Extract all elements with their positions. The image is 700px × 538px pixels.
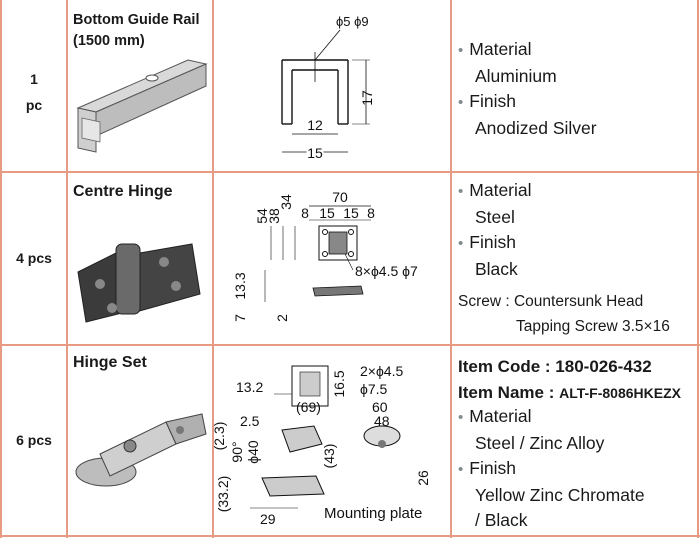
spec-item: •Finish [458, 232, 516, 252]
col-divider [450, 0, 452, 538]
centre-hinge-image [77, 243, 201, 323]
svg-text:60: 60 [372, 399, 388, 415]
rail-inner-width-label: 12 [307, 117, 323, 133]
spec-list: •Material Steel / Zinc Alloy •Finish Yel… [458, 406, 645, 530]
svg-text:2: 2 [274, 314, 290, 322]
bullet-icon: • [458, 235, 464, 252]
spec-item: •Finish [458, 91, 516, 111]
svg-text:ϕ7.5: ϕ7.5 [360, 381, 388, 397]
item-code: Item Code : 180-026-432 [458, 357, 652, 376]
rail-height-label: 17 [359, 90, 375, 106]
hinge-set-dimension-drawing: 13.2 (69) 16.5 2×ϕ4.5 ϕ7.5 60 48 (2.3) 2… [211, 363, 431, 527]
part-title: Centre Hinge [73, 183, 173, 200]
svg-text:38: 38 [266, 208, 282, 224]
spec-item: •Finish [458, 458, 516, 478]
spec-list: •Material Aluminium •Finish Anodized Sil… [458, 39, 597, 138]
svg-text:(2.3): (2.3) [211, 422, 227, 451]
svg-text:29: 29 [260, 511, 276, 527]
svg-text:26: 26 [415, 470, 431, 486]
row-divider [0, 344, 700, 346]
hinge-width-label: 70 [332, 189, 348, 205]
bullet-icon: • [458, 183, 464, 200]
svg-text:7: 7 [232, 314, 248, 322]
spec-item: •Material [458, 406, 532, 426]
svg-text:(43): (43) [321, 444, 337, 469]
part-title: Hinge Set [73, 354, 147, 371]
rail-dimension-drawing: ϕ5 ϕ9 17 12 15 [281, 14, 375, 163]
row-divider [0, 535, 700, 537]
quantity-cell: 1 pc [25, 71, 43, 113]
svg-text:2×ϕ4.5: 2×ϕ4.5 [360, 363, 403, 379]
quantity-cell: 6 pcs [16, 432, 52, 448]
spec-list: •Material Steel •Finish Black [458, 180, 532, 279]
col-divider [0, 0, 2, 538]
quantity-cell: 4 pcs [16, 250, 52, 266]
hole-diameter-label: ϕ5 ϕ9 [336, 14, 369, 29]
rail-outer-width-label: 15 [307, 145, 323, 161]
svg-text:2.5: 2.5 [240, 413, 260, 429]
svg-text:15: 15 [343, 205, 359, 221]
row-divider [0, 171, 700, 173]
bullet-icon: • [458, 94, 464, 111]
guide-rail-image [76, 59, 208, 153]
svg-text:ϕ40: ϕ40 [245, 440, 261, 464]
item-name: Item Name : ALT-F-8086HKEZX [458, 383, 681, 402]
svg-text:90°: 90° [229, 441, 245, 462]
mounting-plate-label: Mounting plate [324, 505, 422, 522]
svg-text:13.2: 13.2 [236, 379, 263, 395]
centre-hinge-dimension-drawing: 70 8 15 15 8 8×ϕ4.5 ϕ7 54 38 34 13.3 7 2 [232, 189, 418, 322]
screw-note: Screw : Countersunk Head Tapping Screw 3… [458, 293, 670, 335]
col-divider [697, 0, 699, 538]
svg-text:15: 15 [319, 205, 335, 221]
svg-text:(69): (69) [296, 399, 321, 415]
hinge-holes-label: 8×ϕ4.5 ϕ7 [355, 263, 418, 279]
hinge-thickness-label: 13.3 [232, 272, 248, 299]
part-title: Bottom Guide Rail (1500 mm) [73, 12, 200, 49]
svg-text:8: 8 [301, 205, 309, 221]
svg-text:(33.2): (33.2) [215, 476, 231, 513]
svg-text:8: 8 [367, 205, 375, 221]
spec-item: •Material [458, 180, 532, 200]
svg-text:54: 54 [254, 208, 270, 224]
hinge-set-image [75, 413, 207, 487]
svg-text:16.5: 16.5 [331, 370, 347, 397]
bullet-icon: • [458, 409, 464, 426]
col-divider [212, 0, 214, 538]
bullet-icon: • [458, 461, 464, 478]
svg-text:48: 48 [374, 413, 390, 429]
bullet-icon: • [458, 42, 464, 59]
svg-text:34: 34 [278, 194, 294, 210]
col-divider [66, 0, 68, 538]
spec-item: •Material [458, 39, 532, 59]
